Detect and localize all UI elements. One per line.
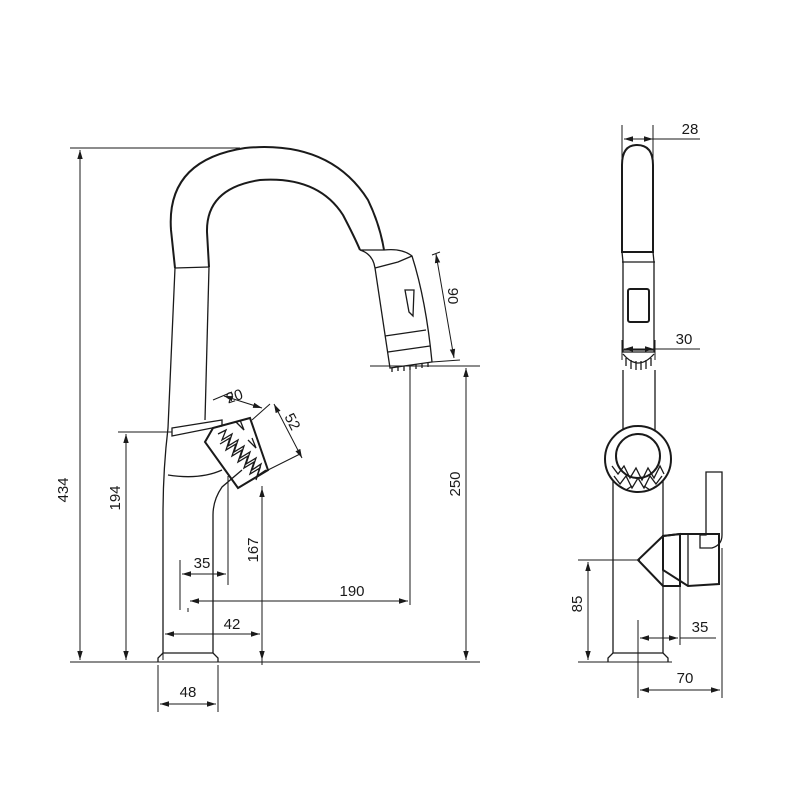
- dim-side-offset: 35: [692, 619, 709, 636]
- side-spray-head-ring: [622, 261, 655, 351]
- dim-handle-knob-depth: 20: [224, 386, 245, 407]
- side-spray-outlet: [622, 353, 655, 370]
- dim-handle-height: 194: [107, 485, 124, 510]
- dim-side-lever-height: 85: [569, 596, 586, 613]
- front-spout-inner: [205, 178, 361, 268]
- ext-lines-side: [578, 125, 723, 698]
- front-spray-head-line: [374, 255, 413, 269]
- dim-spout-outlet-height: 250: [447, 471, 464, 496]
- front-neck-right: [204, 266, 210, 421]
- dim-handle-offset: 35: [194, 555, 211, 572]
- dim-handle-knob-diameter: 52: [281, 411, 304, 434]
- dim-base-to-axis: 42: [224, 616, 241, 633]
- front-knob-knurl: [217, 419, 267, 481]
- front-body-right: [212, 469, 243, 653]
- side-dimensions: 28 30 85 35 70: [569, 121, 723, 698]
- dim-line-handle-knob-depth: [223, 395, 263, 409]
- dim-line-handle-knob-diameter: [273, 403, 303, 459]
- side-spray-button: [627, 288, 650, 323]
- ext-lines-front: [70, 147, 480, 712]
- front-dimensions: 434 194 250 167 35 190 42 48 90 20 52: [55, 147, 480, 712]
- side-knob-knurl: [611, 464, 665, 491]
- front-spout-outer: [169, 146, 385, 269]
- dim-base-width: 48: [180, 684, 197, 701]
- front-spout-collar: [174, 266, 210, 269]
- dim-side-projection: 70: [677, 670, 694, 687]
- dim-spray-head-length: 90: [444, 288, 461, 305]
- side-view: [604, 143, 723, 662]
- front-spray-button: [404, 289, 415, 318]
- side-lever-body: [662, 533, 720, 588]
- front-handle-knob: [203, 416, 270, 490]
- dim-spout-reach: 190: [339, 583, 364, 600]
- side-spout: [621, 143, 654, 253]
- dim-aerator-height: 167: [245, 537, 262, 562]
- side-body: [612, 370, 664, 653]
- front-view: [157, 146, 433, 662]
- front-base: [157, 652, 219, 662]
- side-handle-knob-outer: [604, 425, 672, 493]
- side-lever-cone: [636, 532, 681, 587]
- dim-spout-width-side: 28: [682, 121, 699, 138]
- side-lever-detail: [679, 534, 689, 586]
- dim-spray-head-width-side: 30: [676, 331, 693, 348]
- front-spray-head: [359, 248, 433, 369]
- front-body-contour: [167, 469, 223, 478]
- front-spray-head-ring: [384, 329, 431, 353]
- dim-line-spray-head-length: [434, 253, 456, 359]
- side-lever-plate: [699, 471, 723, 549]
- front-body: [162, 267, 176, 653]
- side-spray-head: [621, 251, 655, 353]
- dim-overall-height: 434: [55, 477, 72, 502]
